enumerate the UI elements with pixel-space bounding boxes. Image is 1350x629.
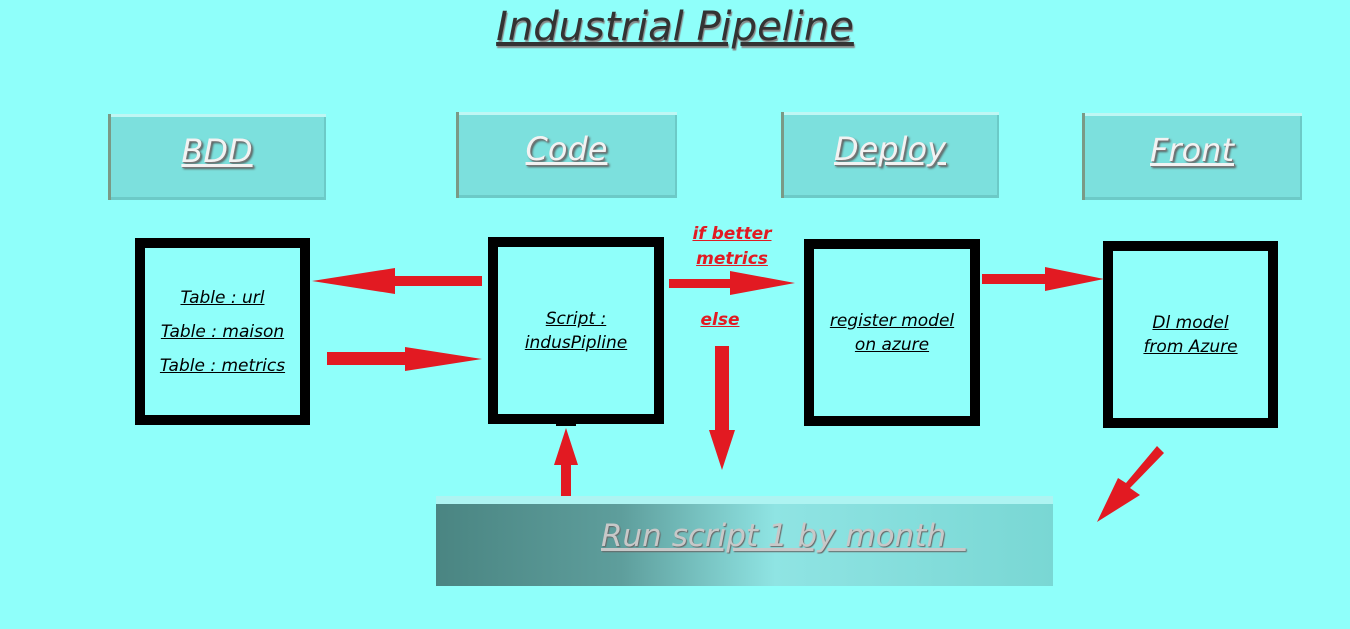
arrow-deploy-to-front bbox=[982, 267, 1104, 291]
register-line-2: on azure bbox=[854, 334, 930, 355]
front-download-box: Dl model from Azure bbox=[1103, 241, 1278, 428]
stage-front-label: Front bbox=[1150, 131, 1234, 169]
schedule-label: Run script 1 by month bbox=[601, 518, 966, 554]
arrow-schedule-to-code bbox=[554, 428, 578, 496]
script-label: Script : bbox=[545, 308, 607, 329]
condition-line-1: if better bbox=[692, 224, 772, 244]
schedule-bar: Run script 1 by month bbox=[436, 496, 1053, 586]
bdd-tables-box: Table : url Table : maison Table : metri… bbox=[135, 238, 310, 425]
stage-code-label: Code bbox=[525, 130, 608, 168]
deploy-register-box: register model on azure bbox=[804, 239, 980, 426]
connector-tick bbox=[556, 422, 576, 426]
arrow-else-down bbox=[709, 346, 735, 470]
stage-bdd: BDD bbox=[108, 114, 326, 200]
table-maison: Table : maison bbox=[160, 321, 285, 342]
arrow-code-to-deploy bbox=[669, 271, 795, 295]
download-line-1: Dl model bbox=[1152, 312, 1229, 333]
stage-deploy: Deploy bbox=[781, 112, 999, 198]
stage-front: Front bbox=[1082, 113, 1302, 200]
stage-code: Code bbox=[456, 112, 677, 198]
register-line-1: register model bbox=[829, 310, 955, 331]
page-title: Industrial Pipeline bbox=[496, 4, 854, 50]
condition-label: if better metrics bbox=[682, 222, 782, 272]
code-script-box: Script : indusPipline bbox=[488, 237, 664, 424]
stage-deploy-label: Deploy bbox=[833, 130, 947, 168]
table-metrics: Table : metrics bbox=[159, 355, 286, 376]
else-label: else bbox=[700, 310, 740, 330]
stage-bdd-label: BDD bbox=[181, 132, 253, 170]
script-name: indusPipline bbox=[524, 332, 628, 353]
download-line-2: from Azure bbox=[1143, 336, 1238, 357]
condition-line-2: metrics bbox=[696, 249, 768, 269]
table-url: Table : url bbox=[180, 287, 265, 308]
arrow-front-to-schedule bbox=[1097, 446, 1164, 522]
arrow-bdd-to-code bbox=[327, 347, 482, 371]
arrow-code-to-bdd bbox=[312, 268, 482, 294]
